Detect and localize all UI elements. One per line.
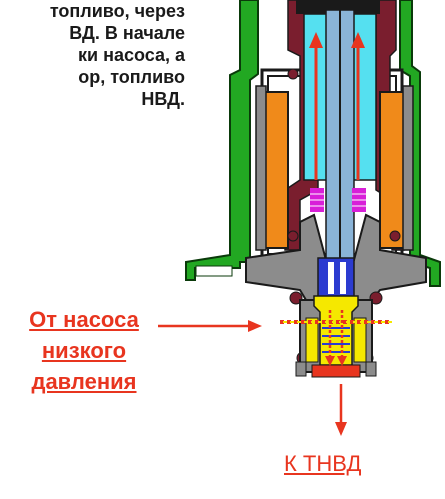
outlet-arrow bbox=[335, 384, 347, 436]
top-plate bbox=[296, 0, 380, 14]
description-line: ки насоса, а bbox=[78, 45, 185, 65]
label-to-hp-pump: К ТНВД bbox=[284, 451, 362, 476]
inlet-arrow bbox=[158, 320, 262, 332]
piston bbox=[317, 257, 355, 299]
description-line: ор, топливо bbox=[78, 67, 185, 87]
label-line: низкого bbox=[41, 338, 127, 363]
description-line: топливо, через bbox=[49, 1, 185, 21]
valve-body bbox=[245, 213, 427, 301]
coil-windings bbox=[255, 85, 414, 251]
valve-stem bbox=[325, 9, 355, 261]
valve-spring bbox=[322, 327, 350, 353]
label-line: От насоса bbox=[29, 307, 139, 332]
downward-flow-arrows bbox=[328, 310, 344, 358]
label-from-low-pressure-pump: От насоса низкого давления bbox=[10, 304, 158, 397]
label-line: давления bbox=[31, 369, 137, 394]
description-line: НВД. bbox=[141, 89, 185, 109]
upward-flow-arrows bbox=[309, 32, 365, 180]
description-line: ВД. В начале bbox=[69, 23, 185, 43]
description-text: топливо, через ВД. В начале ки насоса, а… bbox=[0, 0, 185, 110]
